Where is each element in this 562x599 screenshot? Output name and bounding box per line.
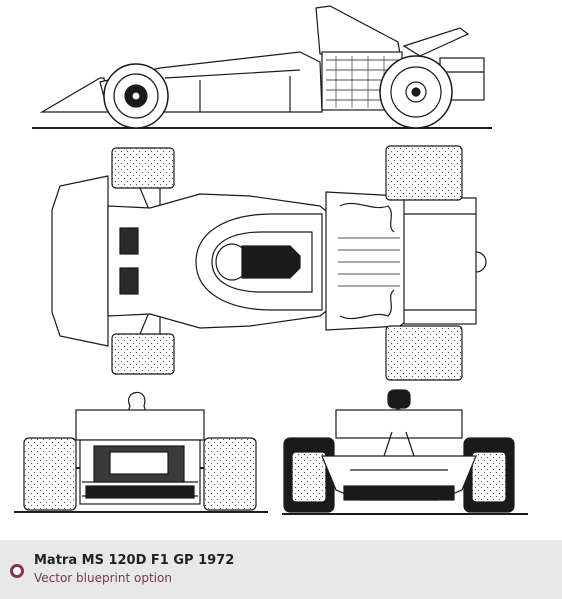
caption-title[interactable]: Matra MS 120D F1 GP 1972: [34, 553, 235, 568]
rear-view: [282, 389, 528, 515]
front-view: [14, 391, 268, 513]
caption-bar: Matra MS 120D F1 GP 1972 Vector blueprin…: [0, 540, 562, 599]
top-view: [51, 145, 487, 381]
caption-subtitle[interactable]: Vector blueprint option: [34, 571, 172, 585]
side-view: [32, 5, 492, 129]
circle-bullet-icon: [10, 564, 24, 578]
blueprint-drawing: [14, 5, 528, 515]
